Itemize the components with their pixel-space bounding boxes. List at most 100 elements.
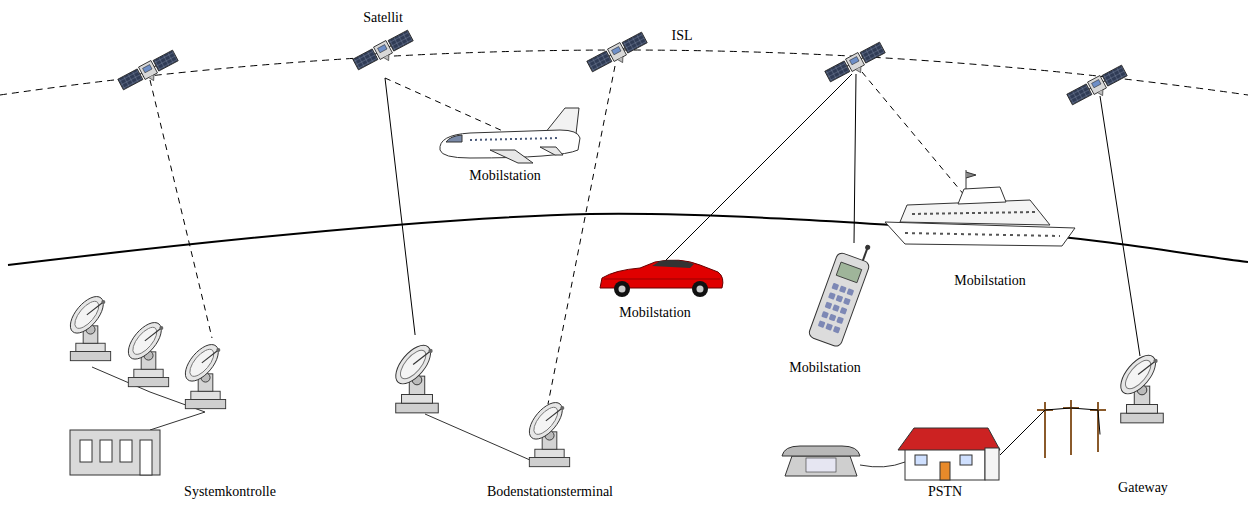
telephone-icon-part [785, 456, 857, 476]
house-icon-part [960, 455, 972, 465]
telephone-icon [782, 446, 905, 476]
car-icon-part [619, 286, 626, 293]
node-label: Mobilstation [469, 168, 541, 184]
car-icon [600, 260, 723, 297]
satellite-links-part [660, 74, 852, 266]
airplane-icon [440, 108, 580, 163]
satellite-links-part [150, 80, 212, 338]
pstn-node: PSTN [770, 425, 1000, 505]
telephone-icon-part [806, 458, 836, 472]
satellite-icons-part [586, 31, 650, 77]
car-icon-part [692, 281, 708, 297]
ship-icon-part [885, 222, 1075, 246]
satellite-node: Satellit [355, 6, 415, 78]
gateway-node: Gateway [1100, 345, 1190, 502]
satellite-icons-part [117, 49, 181, 95]
node-label: Bodenstationsterminal [487, 484, 613, 500]
satellite-links [150, 66, 1140, 404]
ship-icon-part [905, 233, 1060, 236]
house-icon-part [985, 448, 999, 480]
house-icon-part [905, 448, 985, 480]
node-label: PSTN [928, 484, 962, 500]
node-label: Mobilstation [954, 273, 1026, 289]
link-line [385, 78, 505, 132]
handset-icon-part-part [836, 295, 844, 303]
airplane-icon-part [540, 147, 563, 155]
node-label: Gateway [1118, 480, 1168, 496]
earth-horizon [8, 214, 1248, 265]
control-building-part [64, 291, 110, 361]
node-label: Mobilstation [789, 360, 861, 376]
ground-terminal: Bodenstationsterminal [380, 335, 650, 502]
car-icon-part [604, 279, 720, 280]
link-line [1000, 408, 1100, 455]
control-building-part [140, 440, 152, 475]
handset-icon-part-part [818, 320, 826, 328]
control-building-part [179, 339, 225, 409]
airplane-icon-part [490, 150, 533, 163]
house-icon-part [898, 428, 1000, 450]
control-building [64, 291, 225, 475]
car-icon-part [652, 260, 694, 268]
airplane-mobile-station: Mobilstation [425, 132, 585, 188]
house-icon [898, 428, 1000, 480]
gateway-dish [1114, 349, 1163, 423]
handset-icon-part-part [840, 307, 848, 315]
satellite-links-part [854, 74, 856, 243]
house-icon-part [915, 455, 927, 465]
satellite-icons-part [352, 29, 416, 75]
handset-icon-part-part [839, 285, 847, 293]
control-building-part [80, 440, 92, 462]
control-building-part [122, 317, 168, 387]
car-icon-part [614, 281, 630, 297]
handset-icon-part-part [846, 288, 854, 296]
handset-icon-part-part [828, 292, 836, 300]
ship-icon-part [912, 212, 1035, 214]
handset-icon-part [865, 245, 870, 250]
gateway-dish-part [1114, 349, 1163, 423]
handset-icon-part-part [831, 283, 839, 291]
terminal-dishes-part [425, 414, 530, 460]
satellite-icons [117, 29, 1130, 110]
handset-icon-part-part [843, 298, 851, 306]
link-label: ISL [672, 28, 693, 44]
link-line [385, 78, 415, 335]
ship-icon [885, 170, 1075, 246]
handset-icon-part-part [825, 302, 833, 310]
airplane-icon-part [470, 138, 560, 140]
control-building-part [100, 440, 112, 462]
airplane-icon-part [446, 135, 462, 142]
handset-mobile-station: Mobilstation [770, 238, 880, 378]
node-label: Mobilstation [619, 305, 691, 321]
terminal-dishes [389, 339, 569, 466]
handset-icon [808, 237, 876, 348]
satellite-links-part [1100, 96, 1140, 356]
node-label: Systemkontrolle [184, 484, 276, 500]
handset-icon-part [836, 262, 861, 283]
house-icon-part [940, 462, 950, 480]
car-mobile-station: Mobilstation [595, 255, 725, 325]
handset-icon-part [818, 283, 854, 334]
satellite-icons-part [824, 41, 888, 87]
terminal-dishes-part [389, 339, 438, 413]
handset-icon-part-part [832, 304, 840, 312]
satellite-icons-part [1066, 64, 1130, 110]
handset-icon-part-part [833, 326, 841, 334]
handset-icon-part-part [821, 311, 829, 319]
handset-icon-part-part [836, 316, 844, 324]
node-label: Satellit [363, 10, 403, 26]
ship-icon-part [958, 187, 1006, 204]
terminal-dishes-part [523, 397, 569, 467]
control-building-part [120, 440, 132, 462]
telephone-icon-part [782, 446, 860, 456]
orbit-line [0, 50, 1248, 95]
telephone-poles [1037, 400, 1106, 458]
car-icon-part [697, 286, 704, 293]
system-control: Systemkontrolle [50, 290, 290, 502]
ship-icon-part [966, 172, 976, 178]
telephone-icon-part [860, 462, 905, 467]
